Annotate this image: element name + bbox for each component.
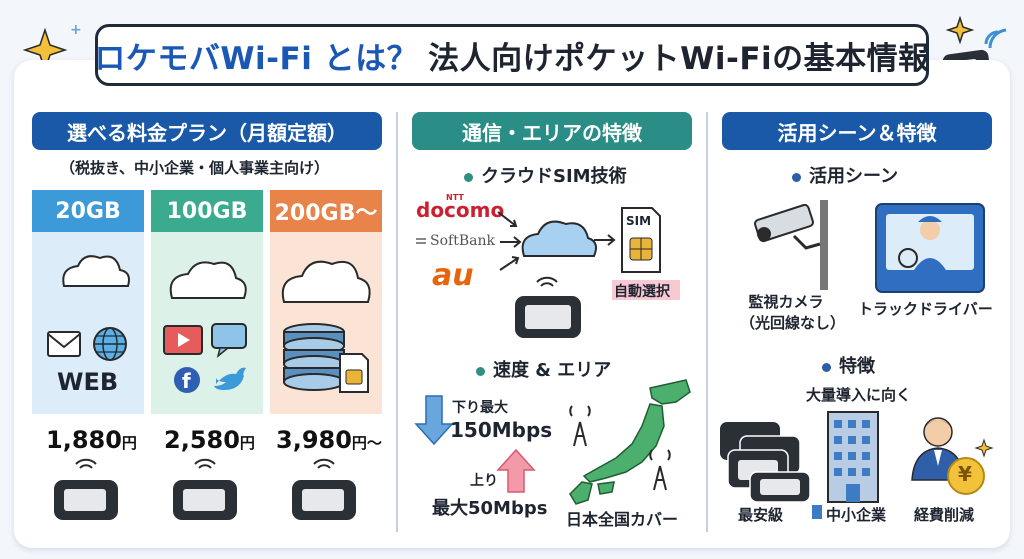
usage-heading: 活用シーン＆特徴: [722, 112, 992, 150]
scene-camera-line1: 監視カメラ: [748, 293, 824, 311]
auto-select-label: 自動選択: [614, 284, 670, 300]
plans-note: （税抜き、中小企業・個人事業主向け）: [60, 159, 329, 177]
features-title-text: 特徴: [839, 356, 875, 377]
carrier-docomo: docomo: [416, 198, 505, 222]
bullet-icon: [476, 366, 485, 376]
upload-arrow-icon: [496, 448, 536, 493]
office-building-icon: [827, 411, 879, 503]
plan-name: 100GB: [151, 190, 263, 232]
plan-name: 20GB: [32, 190, 144, 232]
title-part2: 法人向けポケットWi-Fiの基本情報: [428, 40, 930, 77]
japan-map-icon: [569, 379, 691, 505]
yen-coin-icon: [947, 457, 985, 495]
title-part1: ロケモバWi-Fi とは？: [94, 40, 419, 77]
wifi-icon: [75, 458, 335, 469]
scene-camera-line2: （光回線なし）: [740, 314, 846, 332]
scenes-title: 活用シーン: [792, 162, 898, 188]
sim-card-icon: [621, 207, 661, 273]
coverage-label: 日本全国カバー: [566, 510, 679, 529]
mail-icon: [47, 331, 81, 357]
plan-use-web: WEB: [57, 368, 119, 396]
antenna-tower-icon: [569, 405, 671, 491]
plan-name: 200GB〜: [270, 190, 382, 232]
page-title: ロケモバWi-Fi とは？ 法人向けポケットWi-Fiの基本情報: [94, 24, 930, 86]
speed-title: 速度 & エリア: [476, 356, 611, 382]
price-value: 2,580: [164, 426, 240, 454]
router-stack-icon: [720, 422, 811, 503]
cloud-sim-title: クラウドSIM技術: [464, 162, 627, 188]
bullet-icon: [464, 172, 473, 182]
plan-column-20gb: 20GB: [32, 190, 144, 414]
price-value: 3,980: [276, 426, 352, 454]
network-heading: 通信・エリアの特徴: [412, 112, 692, 150]
svg-text:f: f: [182, 369, 191, 393]
bullet-icon: [822, 362, 831, 372]
feature-cheapest: 最安級: [738, 506, 784, 524]
scene-camera-label: 監視カメラ （光回線なし）: [740, 291, 846, 333]
carrier-prefix: NTT: [446, 193, 464, 202]
auto-select-highlight: [612, 280, 680, 300]
wifi-icon: [536, 276, 558, 287]
truck-driver-icon: [875, 203, 985, 293]
feature-cost-reduction: 経費削減: [914, 506, 975, 524]
divider-left: [396, 112, 398, 532]
upload-label: 上り: [470, 473, 498, 489]
security-camera-icon: [754, 200, 828, 290]
download-label: 下り最大: [452, 400, 508, 416]
cloud-icon: [62, 255, 371, 303]
sparkle-icon: [974, 438, 994, 458]
twitter-icon: [214, 367, 246, 390]
scene-truck-label: トラックドライバー: [858, 300, 993, 318]
speed-title-text: 速度 & エリア: [493, 360, 612, 381]
building-small-icon: [812, 505, 822, 519]
download-value: 150Mbps: [450, 418, 553, 442]
price-unit: 円〜: [351, 434, 382, 452]
server-icon: [283, 323, 345, 391]
arrow-icon: [497, 211, 616, 271]
chat-icon: [211, 323, 247, 358]
cloud-icon: [521, 220, 597, 257]
sim-label: SIM: [626, 214, 652, 228]
svg-text:+: +: [70, 22, 82, 38]
facebook-icon: f: [174, 367, 200, 393]
features-title: 特徴: [822, 352, 875, 378]
globe-icon: [93, 327, 127, 361]
feature-sme: 中小企業: [826, 506, 887, 524]
plan-column-100gb: 100GB: [151, 190, 263, 414]
video-icon: [163, 325, 203, 355]
plan-price-20gb: 1,880円: [46, 426, 137, 454]
price-unit: 円: [121, 434, 137, 452]
divider-right: [706, 112, 708, 532]
carrier-softbank: SoftBank: [430, 233, 495, 249]
scenes-title-text: 活用シーン: [809, 166, 899, 187]
price-unit: 円: [239, 434, 255, 452]
bulk-label: 大量導入に向く: [806, 386, 912, 404]
yen-symbol: ¥: [958, 462, 972, 486]
plan-price-100gb: 2,580円: [164, 426, 255, 454]
pocket-router-icon: [515, 296, 581, 338]
price-value: 1,880: [46, 426, 122, 454]
plans-heading: 選べる料金プラン（月額定額）: [32, 112, 382, 150]
cloud-sim-title-text: クラウドSIM技術: [481, 166, 627, 187]
download-arrow-icon: [414, 395, 454, 446]
bullet-icon: [792, 172, 801, 182]
plan-price-200gb: 3,980円〜: [276, 426, 382, 454]
pocket-router-icon: [54, 480, 356, 520]
carrier-au: au: [432, 258, 474, 293]
softbank-mark-icon: [416, 238, 426, 244]
sim-card-icon: [339, 353, 369, 393]
upload-value: 最大50Mbps: [432, 498, 548, 519]
